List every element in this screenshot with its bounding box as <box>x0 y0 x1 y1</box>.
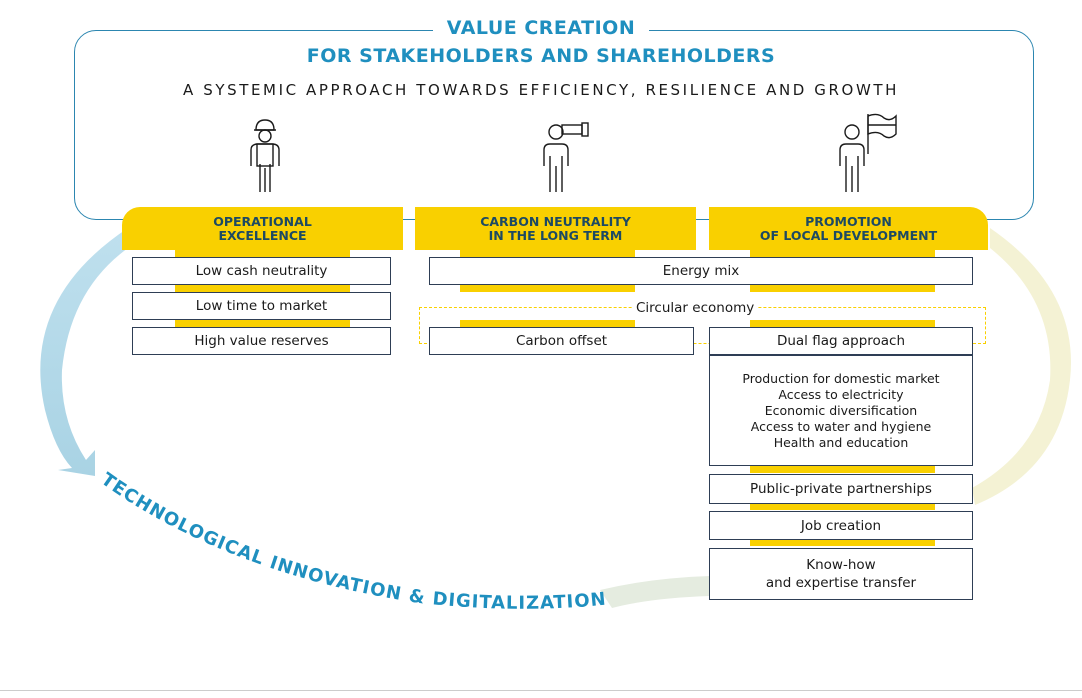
detail-item: Access to electricity <box>778 386 904 402</box>
connector <box>175 285 350 292</box>
connector <box>175 250 350 257</box>
operational-item: Low time to market <box>132 292 391 320</box>
circular-economy-label: Circular economy <box>632 297 759 316</box>
connector <box>460 320 635 327</box>
title-line-2: FOR STAKEHOLDERS AND SHAREHOLDERS <box>306 45 776 67</box>
binoculars-person-icon <box>543 122 589 192</box>
title-line-1: VALUE CREATION <box>0 17 1082 39</box>
operational-item: Low cash neutrality <box>132 257 391 285</box>
connector <box>750 285 935 292</box>
connector <box>460 285 635 292</box>
connector <box>750 503 935 510</box>
job-creation-box: Job creation <box>709 511 973 540</box>
connector <box>750 539 935 546</box>
subtitle: A SYSTEMIC APPROACH TOWARDS EFFICIENCY, … <box>182 81 900 99</box>
operational-item: High value reserves <box>132 327 391 355</box>
detail-item: Health and education <box>773 434 909 450</box>
flag-person-icon <box>839 113 897 192</box>
connector <box>750 320 935 327</box>
detail-item: Access to water and hygiene <box>750 418 932 434</box>
worker-icon <box>250 119 280 192</box>
carbon-offset-box: Carbon offset <box>429 327 694 355</box>
connector <box>175 320 350 327</box>
svg-text:TECHNOLOGICAL INNOVATION & DIG: TECHNOLOGICAL INNOVATION & DIGITALIZATIO… <box>97 469 607 614</box>
dual-flag-box: Dual flag approach <box>709 327 973 355</box>
knowhow-box: Know-how and expertise transfer <box>709 548 973 600</box>
local-details-box: Production for domestic market Access to… <box>709 355 973 466</box>
partnerships-box: Public-private partnerships <box>709 474 973 504</box>
detail-item: Economic diversification <box>764 402 918 418</box>
divider <box>0 690 1082 691</box>
detail-item: Production for domestic market <box>742 370 940 386</box>
connector <box>460 250 635 257</box>
connector <box>750 250 935 257</box>
energy-mix-box: Energy mix <box>429 257 973 285</box>
connector <box>750 466 935 473</box>
